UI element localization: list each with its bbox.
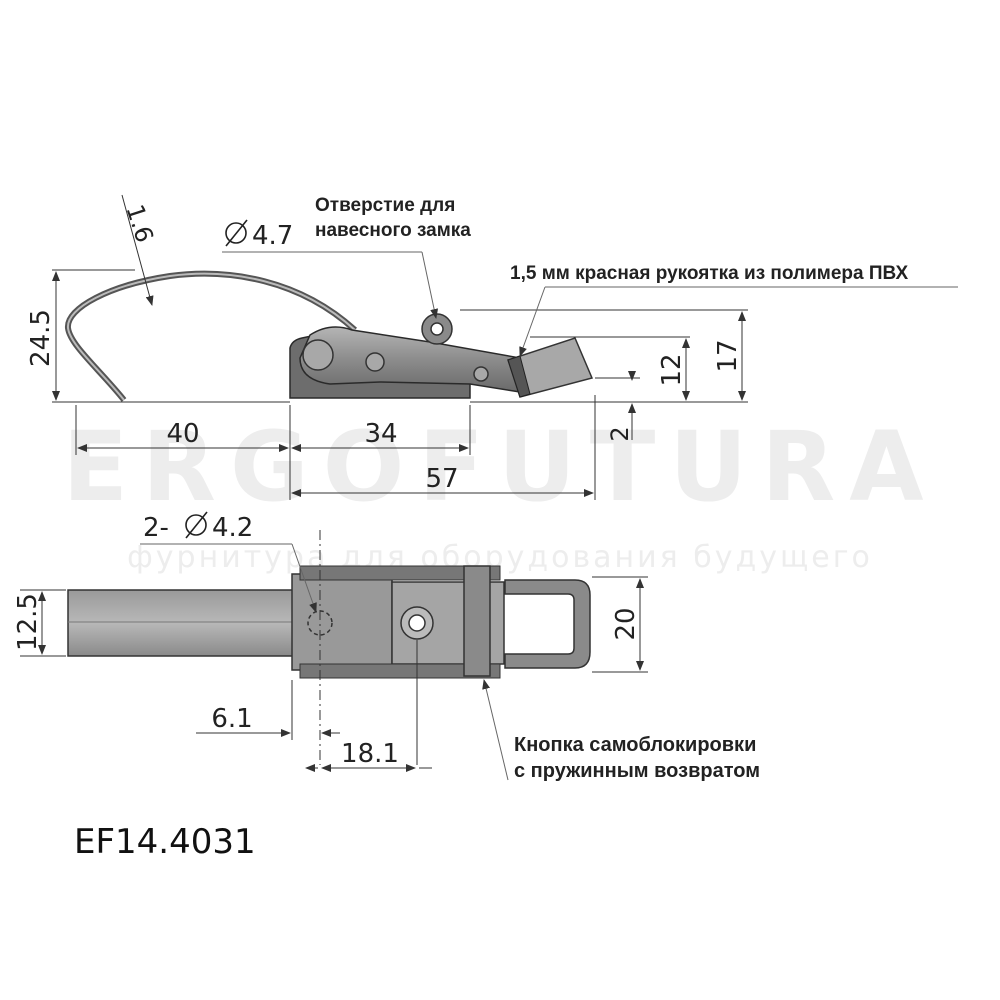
callout-handle: 1,5 мм красная рукоятка из полимера ПВХ	[510, 263, 909, 284]
dim-hole-offset: 6.1	[211, 704, 252, 734]
padlock-eye	[421, 313, 453, 345]
watermark: ERGOFUTURA фурнитура для оборудования бу…	[62, 411, 937, 575]
pivot-large	[302, 339, 334, 371]
holes-diameter: 4.2	[212, 513, 253, 543]
hole-diameter-label: 4.7	[225, 219, 293, 251]
lever-body	[299, 326, 521, 393]
dim-hole-diameter: 4.7	[252, 221, 293, 251]
pivot-small	[365, 352, 385, 372]
callout-padlock-line1: Отверстие для	[315, 195, 455, 216]
dim-overall-length: 57	[425, 464, 458, 494]
dim-offset-bottom: 2	[606, 426, 634, 441]
side-view: 24.5 1.6 40 34 57 2 12 17 4.7 Отве	[26, 194, 958, 500]
handle-loop	[504, 579, 591, 669]
dim-strip-width: 12.5	[13, 593, 43, 651]
diameter-icon-2	[185, 514, 207, 536]
diameter-icon	[225, 222, 247, 244]
hook-strip	[67, 589, 301, 657]
base-body	[291, 573, 393, 671]
dim-total-width: 20	[611, 607, 641, 640]
dim-height-total: 24.5	[26, 309, 56, 367]
rivet	[473, 366, 489, 382]
callout-button-line2: с пружинным возвратом	[514, 760, 760, 782]
callout-button-line1: Кнопка самоблокировки	[514, 734, 756, 756]
top-view: 2- 4.2 12.5 20 6.1 18.1 Кнопка самоблоки…	[13, 511, 760, 782]
watermark-brand: ERGOFUTURA	[62, 411, 937, 523]
dim-hole-spacing: 18.1	[341, 739, 399, 769]
dim-handle-top-height: 17	[713, 339, 743, 372]
dim-thickness: 1.6	[120, 201, 158, 246]
dim-left-length: 40	[166, 419, 199, 449]
self-lock-button	[463, 565, 491, 677]
dim-base-length: 34	[364, 419, 397, 449]
holes-diameter-label: 2- 4.2	[143, 511, 253, 543]
dim-handle-height: 12	[657, 353, 687, 386]
holes-label-prefix: 2-	[143, 513, 169, 543]
model-number: EF14.4031	[74, 822, 256, 862]
callout-padlock-line2: навесного замка	[315, 220, 471, 241]
